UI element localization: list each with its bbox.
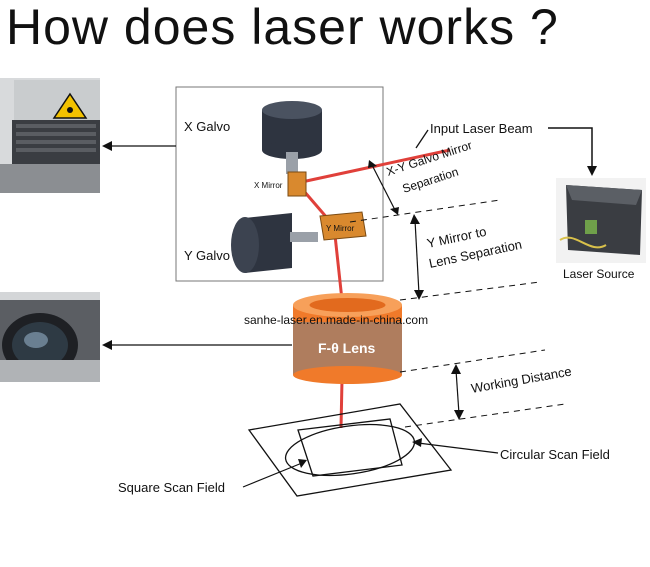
y-mirror [319,211,367,241]
working-distance-label: Working Distance [470,364,573,396]
input-beam-arrow-line [548,127,593,170]
square-field-arrowhead [298,459,307,468]
arrow-to-lens-photo-head [102,340,112,350]
x-galvo-label: X Galvo [184,119,230,134]
circular-field-arrowhead [412,438,422,447]
input-beam-arrowhead [587,166,597,176]
y-galvo-motor [231,213,318,273]
xy-separation-dimension [349,160,501,223]
y-mirror-label: Y Mirror [326,224,355,233]
square-field-pointer [242,462,303,488]
lens-label: F-θ Lens [318,340,376,356]
x-galvo-motor [262,101,322,174]
ymirror-lens-dimension [399,214,541,301]
watermark: sanhe-laser.en.made-in-china.com [244,313,428,327]
circular-field-pointer [417,442,499,454]
input-beam-label: Input Laser Beam [430,121,533,136]
y-galvo-label: Y Galvo [184,248,230,263]
arrow-to-head-photo-head [102,141,112,151]
working-distance-dimension [399,349,566,428]
x-mirror [287,171,307,197]
laser-source-label: Laser Source [563,267,635,281]
scan-field [247,403,453,497]
input-beam-pointer [415,129,429,149]
photo-marking-head [0,78,100,193]
f-theta-lens [293,293,402,384]
page-title: How does laser works ? [6,0,559,55]
photo-lens [0,292,100,382]
circular-field-label: Circular Scan Field [500,447,610,462]
x-mirror-label: X Mirror [254,181,283,190]
photo-laser-source [556,178,646,263]
square-field-label: Square Scan Field [118,480,225,495]
laser-warning-icon [52,92,88,119]
